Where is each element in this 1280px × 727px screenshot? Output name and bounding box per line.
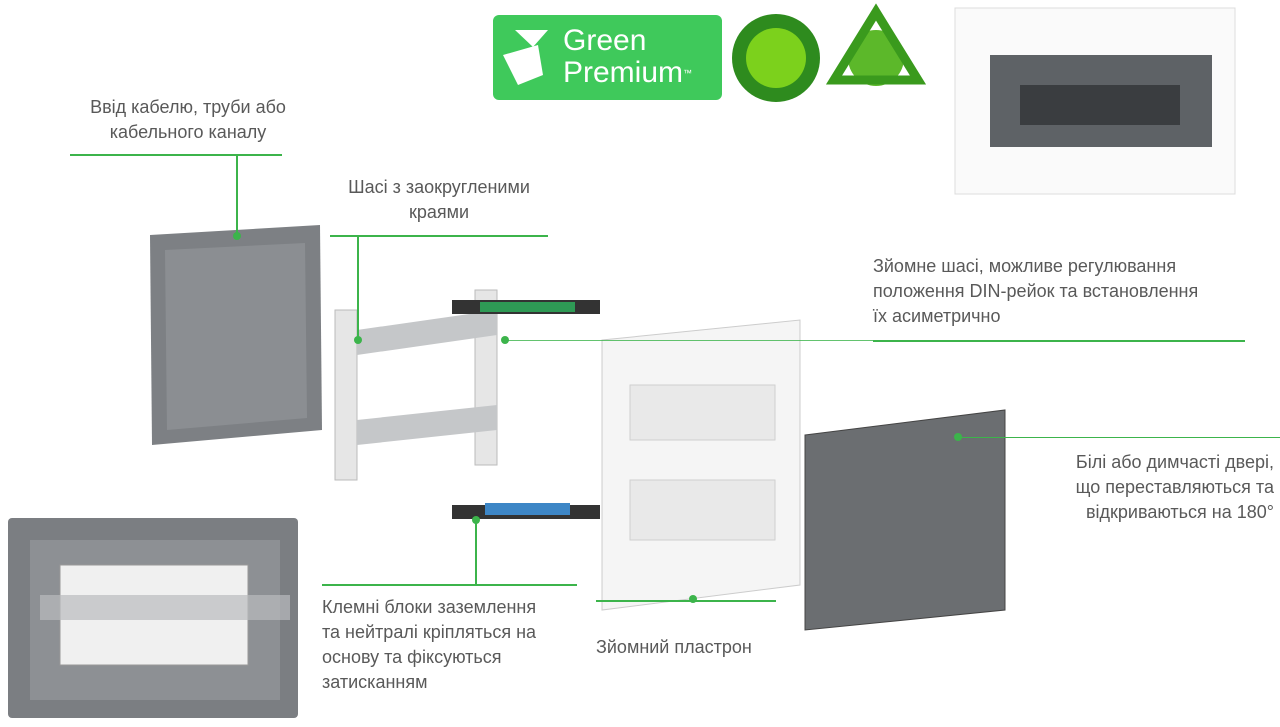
callout-dot <box>501 336 509 344</box>
callout-dot <box>472 516 480 524</box>
recycle-globe-logo <box>825 3 927 86</box>
green-dot-logo <box>732 14 820 102</box>
chassis <box>334 289 600 481</box>
callout-underline <box>596 600 776 602</box>
callout-dot <box>954 433 962 441</box>
leader-line <box>357 236 359 340</box>
callout-underline <box>873 340 1245 342</box>
callout-front-plate: Зйомний пластрон <box>596 637 752 657</box>
callout-underline <box>330 235 548 237</box>
callout-underline <box>70 154 282 156</box>
callout-dot <box>354 336 362 344</box>
smoked-door <box>804 409 1006 631</box>
back-box <box>150 225 322 445</box>
callout-door: Білі або димчасті двері,що переставляють… <box>1075 452 1274 522</box>
callout-dot <box>233 232 241 240</box>
front-plate <box>601 319 801 611</box>
installed-enclosure <box>8 518 298 718</box>
callout-dot <box>689 595 697 603</box>
leaf-icon <box>503 30 548 85</box>
neutral-terminal-bar <box>452 503 600 519</box>
leader-line <box>958 437 1280 438</box>
leader-line <box>236 155 238 235</box>
assembled-enclosure <box>954 7 1236 195</box>
leader-line <box>475 520 477 585</box>
callout-underline <box>322 584 577 586</box>
